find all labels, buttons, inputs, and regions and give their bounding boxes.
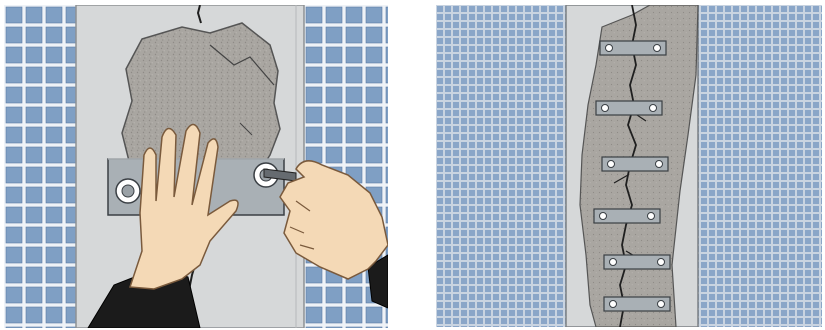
tiled-wall-left — [436, 5, 566, 327]
left-illustration-panel — [4, 5, 388, 328]
stitch-plate-2 — [596, 101, 662, 115]
tiled-wall-left — [4, 5, 76, 328]
stitch-plate-3 — [602, 157, 668, 171]
right-illustration-panel — [436, 5, 822, 327]
stitch-plate-1 — [600, 41, 666, 55]
plate-installation-illustration — [4, 5, 388, 328]
tiled-wall-right — [698, 5, 822, 327]
stitched-crack-illustration — [436, 5, 822, 327]
stitch-plate-4 — [594, 209, 660, 223]
plate-bolt-hole-left — [116, 179, 140, 203]
stitch-plate-6 — [604, 297, 670, 311]
stitch-plate-5 — [604, 255, 670, 269]
